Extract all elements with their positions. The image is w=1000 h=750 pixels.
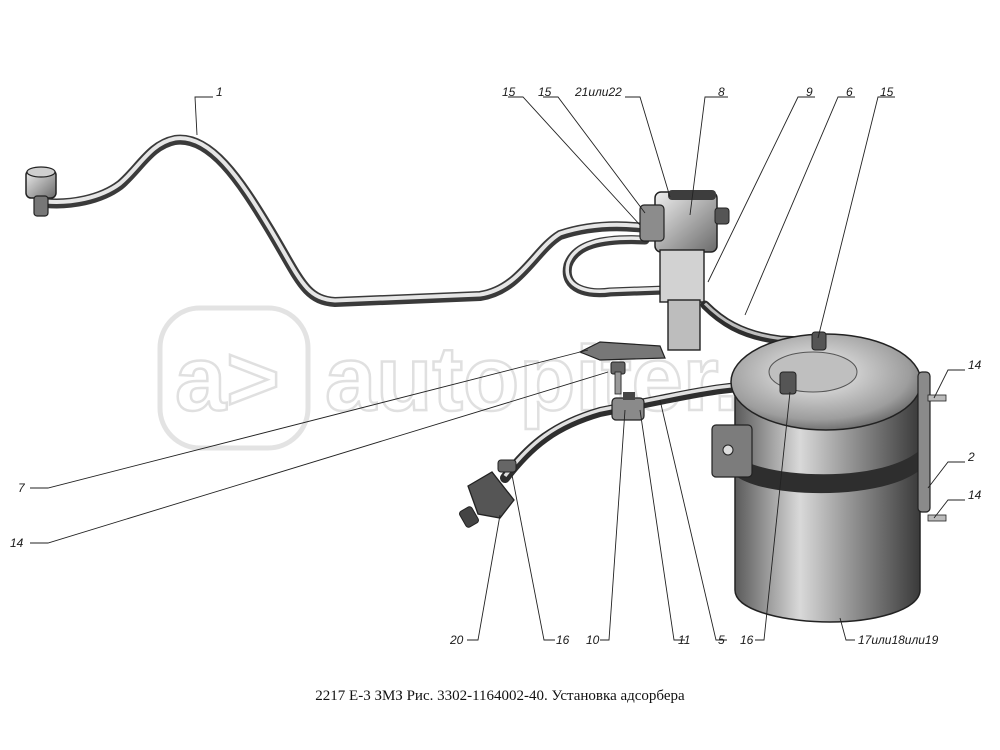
tee-fitting-20 xyxy=(459,459,517,528)
callout-11: 11 xyxy=(678,633,690,647)
figure-caption: 2217 Е-3 ЗМЗ Рис. 3302-1164002-40. Устан… xyxy=(315,688,685,704)
vapour-pipe-1 xyxy=(41,134,670,308)
callout-8: 8 xyxy=(718,85,725,99)
callout-5: 5 xyxy=(718,633,725,647)
callout-labels: 1 15 15 21или22 8 9 6 15 14 2 14 7 14 20… xyxy=(10,85,982,647)
callout-14-a: 14 xyxy=(968,358,982,372)
callout-15-b: 15 xyxy=(538,85,552,99)
pipe-end-fitting xyxy=(25,166,57,217)
callout-10: 10 xyxy=(586,633,600,647)
callout-16-b: 16 xyxy=(740,633,754,647)
callout-16-a: 16 xyxy=(556,633,570,647)
callout-17-18-19: 17или18или19 xyxy=(858,633,939,647)
callout-2: 2 xyxy=(967,450,975,464)
leader-lines xyxy=(30,96,965,641)
callout-21-or-22: 21или22 xyxy=(574,85,622,99)
callout-7: 7 xyxy=(18,481,26,495)
callout-6: 6 xyxy=(846,85,853,99)
callout-15-a: 15 xyxy=(502,85,516,99)
watermark-logo-glyph: a> xyxy=(175,328,280,430)
callout-9: 9 xyxy=(806,85,813,99)
callout-15-c: 15 xyxy=(880,85,894,99)
callout-20: 20 xyxy=(449,633,464,647)
bracket-7 xyxy=(578,341,666,361)
purge-valve-8 xyxy=(639,190,730,351)
callout-14-c: 14 xyxy=(10,536,24,550)
watermark-logo-frame xyxy=(157,305,311,451)
callout-1: 1 xyxy=(216,85,223,99)
callout-14-b: 14 xyxy=(968,488,982,502)
bolt-14 xyxy=(610,361,626,395)
adsorber-canister xyxy=(711,331,947,623)
